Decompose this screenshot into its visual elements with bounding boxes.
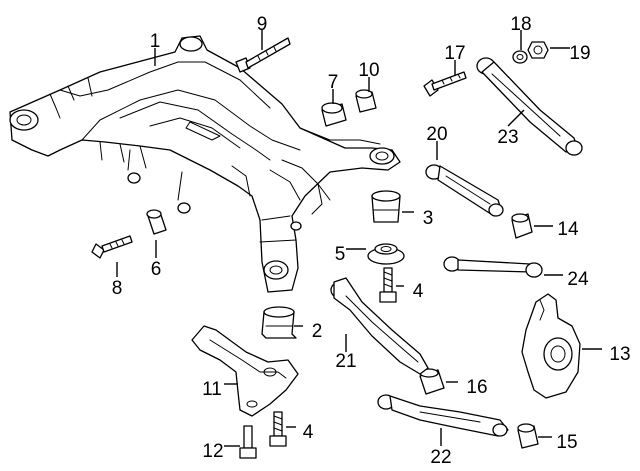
- toe-link[interactable]: [443, 256, 543, 278]
- mount-bolt-upper[interactable]: [379, 267, 397, 303]
- bushing-16[interactable]: [419, 368, 445, 395]
- callout-c4a: 4: [413, 281, 424, 302]
- callout-c22: 22: [430, 447, 451, 468]
- callout-c15: 15: [556, 432, 577, 453]
- callout-c16: 16: [466, 377, 487, 398]
- callout-c4b: 4: [303, 422, 314, 443]
- callout-c18: 18: [510, 14, 531, 35]
- callout-c23: 23: [497, 127, 518, 148]
- reinforcement-plate[interactable]: [191, 325, 299, 417]
- bolt-17[interactable]: [423, 71, 467, 97]
- mount-washer[interactable]: [367, 243, 405, 265]
- callout-c24: 24: [567, 269, 589, 290]
- callout-c9: 9: [257, 14, 268, 35]
- callout-c20: 20: [426, 124, 447, 145]
- nut-19[interactable]: [527, 41, 549, 59]
- bushing-7[interactable]: [321, 102, 347, 127]
- washer-18[interactable]: [512, 50, 528, 64]
- control-arm-20[interactable]: [425, 164, 504, 217]
- lower-control-arm[interactable]: [330, 277, 429, 375]
- callout-c17: 17: [444, 43, 465, 64]
- knuckle[interactable]: [521, 293, 581, 399]
- bushing-10[interactable]: [355, 89, 377, 113]
- callout-c3: 3: [423, 208, 434, 229]
- callout-c21: 21: [335, 351, 356, 372]
- callout-c14: 14: [557, 219, 579, 240]
- bolt-8[interactable]: [91, 235, 133, 259]
- callout-c5: 5: [335, 244, 346, 265]
- callout-c7: 7: [328, 72, 339, 93]
- bushing-14[interactable]: [511, 213, 533, 239]
- upper-control-arm[interactable]: [476, 57, 583, 156]
- subframe-mount-bushing-lower[interactable]: [261, 306, 297, 339]
- subframe-mount-bushing-upper[interactable]: [371, 190, 401, 223]
- callout-c13: 13: [609, 344, 630, 365]
- callout-c11: 11: [202, 379, 222, 400]
- callout-c6: 6: [151, 259, 162, 280]
- mount-bolt-lower[interactable]: [269, 411, 287, 447]
- trailing-arm[interactable]: [377, 394, 509, 437]
- leader-lines: [116, 30, 602, 447]
- callout-c10: 10: [358, 60, 379, 81]
- subframe-bushing[interactable]: [146, 209, 167, 235]
- callout-c1: 1: [150, 31, 161, 52]
- callout-c19: 19: [569, 43, 590, 64]
- callout-c2: 2: [312, 321, 323, 342]
- callout-c8: 8: [112, 278, 123, 299]
- callout-c12: 12: [202, 441, 223, 462]
- bolt-9[interactable]: [235, 37, 291, 73]
- subframe[interactable]: [9, 35, 401, 293]
- bolt-12[interactable]: [239, 425, 257, 459]
- bushing-15[interactable]: [517, 423, 539, 449]
